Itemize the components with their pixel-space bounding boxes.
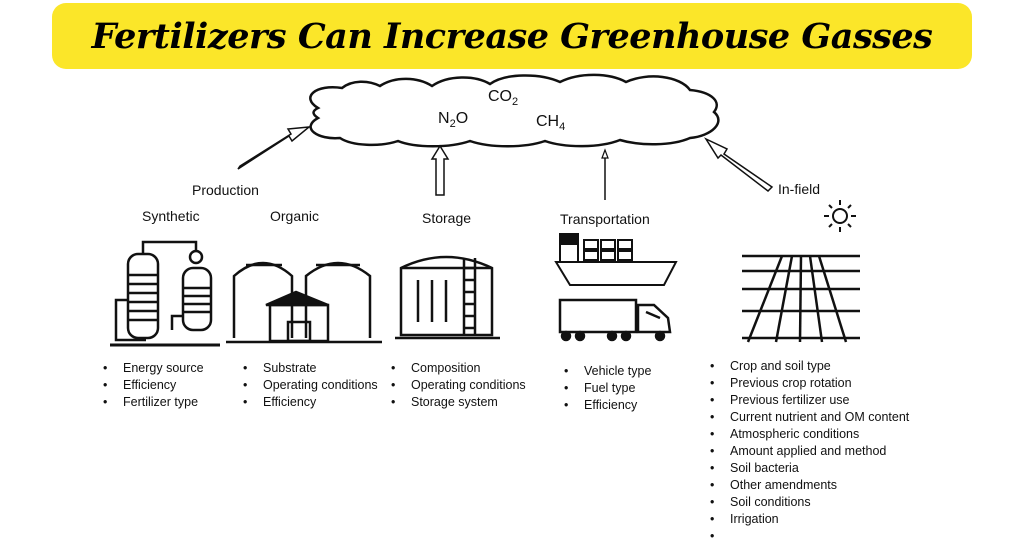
storage-factor-list: Composition Operating conditions Storage… xyxy=(391,360,526,411)
list-item: Fertilizer type xyxy=(103,394,204,411)
transportation-factor-list: Vehicle type Fuel type Efficiency xyxy=(564,363,651,414)
list-item: Composition xyxy=(391,360,526,377)
list-item: Other amendments xyxy=(710,477,909,494)
transportation-label: Transportation xyxy=(560,211,650,227)
list-item: Efficiency xyxy=(243,394,378,411)
organic-silos-icon xyxy=(226,261,382,344)
transportation-arrow-icon xyxy=(601,148,609,200)
infield-arrow-icon xyxy=(703,137,774,192)
storage-tank-icon xyxy=(395,255,500,340)
list-item: Fuel type xyxy=(564,380,651,397)
cloud-icon xyxy=(309,73,720,148)
truck-icon xyxy=(558,298,672,342)
list-item: Substrate xyxy=(243,360,378,377)
list-item: Atmospheric conditions xyxy=(710,426,909,443)
list-item: Irrigation xyxy=(710,511,909,528)
title: Fertilizers Can Increase Greenhouse Gass… xyxy=(91,15,933,57)
cargo-ship-icon xyxy=(554,233,678,286)
synthetic-plant-icon xyxy=(110,240,220,347)
production-label: Production xyxy=(192,182,259,198)
storage-arrow-icon xyxy=(430,144,450,196)
list-item: Storage system xyxy=(391,394,526,411)
list-item: Efficiency xyxy=(564,397,651,414)
organic-factor-list: Substrate Operating conditions Efficienc… xyxy=(243,360,378,411)
list-item: Operating conditions xyxy=(391,377,526,394)
sun-icon xyxy=(824,200,856,232)
synthetic-label: Synthetic xyxy=(142,208,200,224)
ch4-label: CH4 xyxy=(536,113,566,134)
list-item: Energy source xyxy=(103,360,204,377)
storage-label: Storage xyxy=(422,210,472,226)
n2o-label: N2O xyxy=(438,110,469,131)
list-item: Vehicle type xyxy=(564,363,651,380)
field-rows-icon xyxy=(742,254,860,343)
list-item: Soil bacteria xyxy=(710,460,909,477)
list-item: Crop and soil type xyxy=(710,358,909,375)
organic-label: Organic xyxy=(270,208,320,224)
co2-label: CO2 xyxy=(488,88,519,109)
list-item: Soil conditions xyxy=(710,494,909,511)
production-arrow-icon xyxy=(237,126,312,170)
list-item: Amount applied and method xyxy=(710,443,909,460)
list-item: Operating conditions xyxy=(243,377,378,394)
title-banner: Fertilizers Can Increase Greenhouse Gass… xyxy=(52,3,972,69)
list-item: Efficiency xyxy=(103,377,204,394)
list-item: Previous crop rotation xyxy=(710,375,909,392)
synthetic-factor-list: Energy source Efficiency Fertilizer type xyxy=(103,360,204,411)
infield-label: In-field xyxy=(778,181,821,197)
list-item: Current nutrient and OM content xyxy=(710,409,909,426)
infield-factor-list: Crop and soil type Previous crop rotatio… xyxy=(710,358,909,545)
list-item: Previous fertilizer use xyxy=(710,392,909,409)
